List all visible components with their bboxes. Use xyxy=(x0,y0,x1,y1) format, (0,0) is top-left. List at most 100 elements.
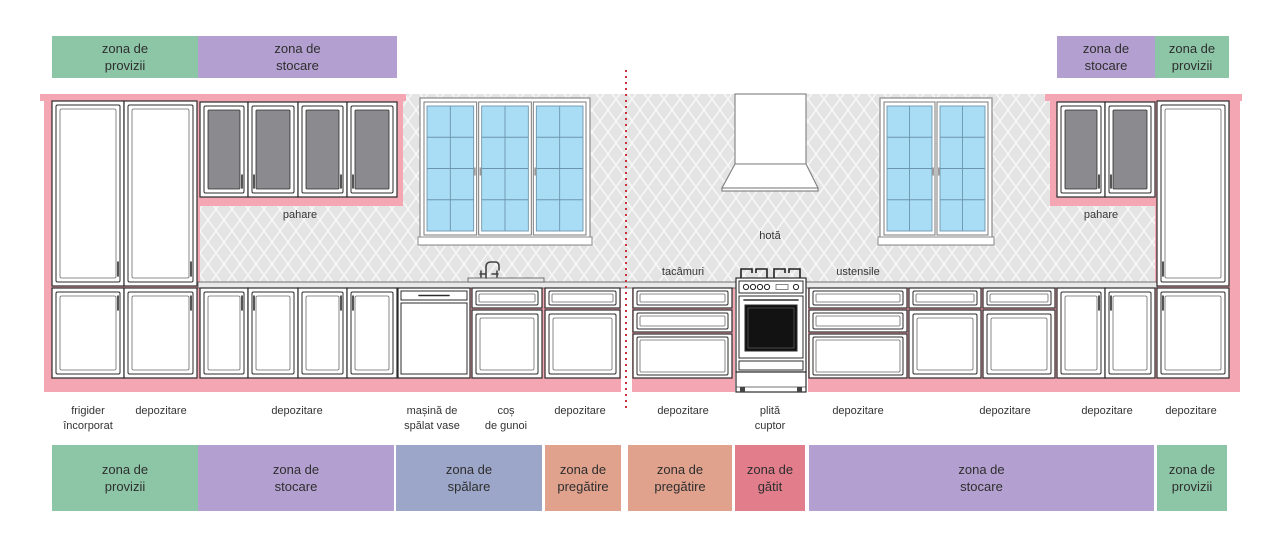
unit-label-line2: cuptor xyxy=(754,420,786,432)
corner-base-door-1 xyxy=(1056,287,1106,379)
zone-label-line2: stocare xyxy=(274,479,318,494)
window-handle xyxy=(938,167,940,176)
cabinets xyxy=(51,100,1230,393)
countertop xyxy=(197,281,1158,289)
unit-label-line1: depozitare xyxy=(979,405,1031,417)
control-knob xyxy=(792,283,800,291)
unit-label-pantry: depozitare xyxy=(135,404,186,419)
control-knob xyxy=(749,283,757,291)
wall-fixtures xyxy=(417,93,995,246)
stove-plinth xyxy=(735,371,807,393)
base-left-door-3 xyxy=(297,287,348,379)
door-panel-inner xyxy=(207,295,241,371)
door-panel-inner xyxy=(131,295,190,371)
annotation-text: hotă xyxy=(759,230,781,242)
drawer-panel-inner xyxy=(815,315,901,327)
upper-cabinet-left-door-4 xyxy=(346,101,398,198)
base-left-door-1 xyxy=(199,287,249,379)
door-panel-inner xyxy=(59,108,117,279)
drawer-panel-inner xyxy=(989,293,1049,303)
unit-label-line2: spălat vase xyxy=(404,420,460,432)
unit-label-trash: coș de gunoi xyxy=(485,404,527,434)
control-knob xyxy=(756,283,764,291)
annotation-cutlery: tacâmuri xyxy=(662,265,704,280)
tall-right-lower-door xyxy=(1156,287,1230,379)
zone-label-line1: zona de xyxy=(958,462,1005,477)
unit-label-line1: mașină de xyxy=(406,405,458,417)
door-panel-inner xyxy=(1112,295,1148,371)
glass-door-glass xyxy=(1064,109,1098,190)
drawer-panel-inner xyxy=(639,293,726,303)
unit-label-corner-storage: depozitare xyxy=(1081,404,1132,419)
storage-drawer xyxy=(738,360,804,371)
faucet-handles xyxy=(479,270,499,278)
glass-door-glass xyxy=(1112,109,1148,190)
upper-cabinet-left-door-1 xyxy=(199,101,249,198)
unit-label-line2: încorporat xyxy=(63,420,113,432)
unit-label-tall-right: depozitare xyxy=(1165,404,1216,419)
door-panel-inner xyxy=(131,108,190,279)
base-right-door-1 xyxy=(908,309,982,379)
door-panel-inner xyxy=(305,295,340,371)
burner-grate-right xyxy=(773,268,801,278)
stove-foot-left xyxy=(740,387,745,392)
zone-label-line1: zona de xyxy=(272,462,320,477)
prep-left-drawer xyxy=(544,287,621,309)
unit-label-line1: coș xyxy=(497,405,515,417)
window-handle xyxy=(479,167,482,176)
hood-lip xyxy=(721,187,819,192)
glass-door-glass xyxy=(207,109,241,190)
unit-label-line1: depozitare xyxy=(554,405,606,417)
drawer-panel-inner xyxy=(478,293,536,303)
zone-label-line1: zona de xyxy=(445,462,493,477)
dishwasher-front-panel xyxy=(400,302,468,375)
zone-bottom-gatit: zona de gătit xyxy=(735,445,805,511)
unit-label-stove: plită cuptor xyxy=(755,404,786,434)
zone-label-line2: pregătire xyxy=(654,479,706,494)
upper-cabinet-left-door-2 xyxy=(247,101,299,198)
zone-label-line1: zona de xyxy=(274,41,321,56)
sink-rim xyxy=(467,277,545,283)
unit-label-fridge: frigider încorporat xyxy=(63,404,113,434)
drawer-panel-inner xyxy=(815,339,901,373)
annotation-utensils: ustensile xyxy=(836,265,879,280)
zone-label-line2: pregătire xyxy=(557,479,609,494)
hood-chimney xyxy=(734,93,807,165)
upper-cabinet-left-door-3 xyxy=(297,101,348,198)
annotation-text: pahare xyxy=(1083,209,1119,221)
zone-label-line2: stocare xyxy=(1084,58,1128,73)
unit-label-line1: depozitare xyxy=(657,405,709,417)
unit-label-line1: plită xyxy=(759,405,781,417)
annotation-glasses-left: pahare xyxy=(283,208,317,223)
unit-label-base-storage-left: depozitare xyxy=(271,404,322,419)
window-right-sash-1 xyxy=(883,101,936,236)
unit-label-line1: depozitare xyxy=(832,405,884,417)
window-left-sash-2 xyxy=(478,101,532,236)
utensil-drawer-1 xyxy=(808,287,908,309)
upper-cabinet-right-door-2 xyxy=(1104,101,1156,198)
oven-window-trim xyxy=(747,307,795,349)
zone-bottom-pregatire-left: zona de pregătire xyxy=(545,445,621,511)
unit-label-drawers-right: depozitare xyxy=(832,404,883,419)
trash-unit-door xyxy=(471,309,543,379)
faucet xyxy=(485,261,500,279)
annotation-text: ustensile xyxy=(836,266,880,278)
zone-label-line1: zona de xyxy=(1168,462,1216,477)
unit-label-dishwasher: mașină de spălat vase xyxy=(404,404,460,434)
annotation-hood: hotă xyxy=(759,229,780,244)
window-right xyxy=(877,97,995,246)
fridge-lower-door xyxy=(51,287,125,379)
zone-bottom-spalare: zona de spălare xyxy=(396,445,542,511)
window-handle xyxy=(534,167,537,176)
oven-window xyxy=(744,304,798,352)
burner-grate-left xyxy=(740,268,768,278)
sink xyxy=(467,261,545,283)
zone-label-line2: provizii xyxy=(1171,479,1213,494)
base-right-drawer-2 xyxy=(982,287,1056,309)
window-left-sash-1 xyxy=(423,101,478,236)
annotation-text: pahare xyxy=(282,209,318,221)
zone-bottom-provizii-right: zona de provizii xyxy=(1157,445,1227,511)
zone-label-line2: provizii xyxy=(104,58,146,73)
window-handle xyxy=(473,167,476,176)
